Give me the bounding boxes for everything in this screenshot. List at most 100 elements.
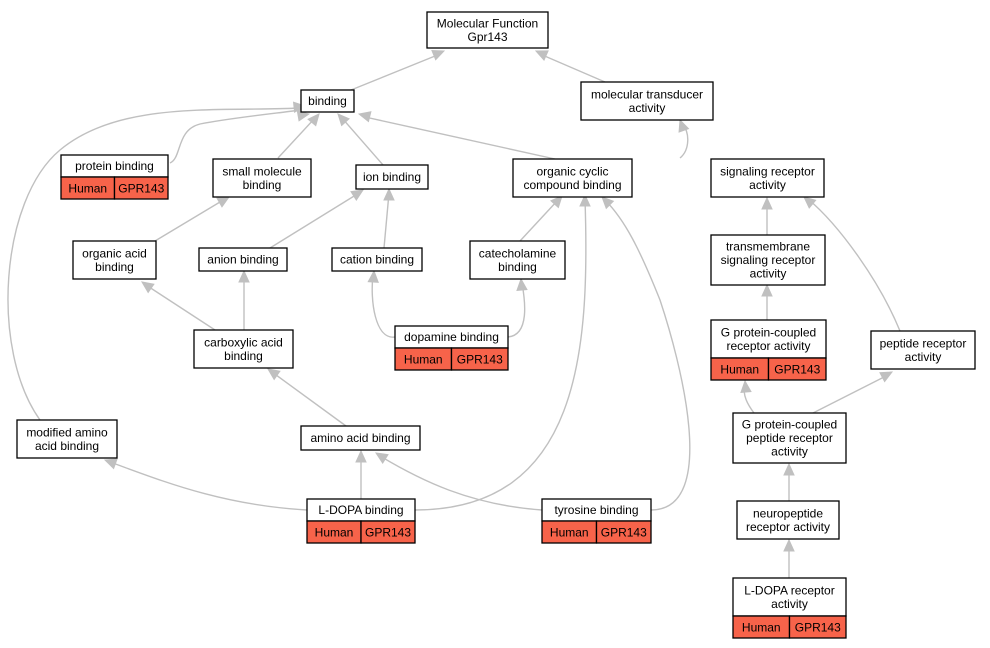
node-box: [193, 329, 294, 369]
node-label-line: G protein-coupled: [721, 325, 816, 339]
node-box: [212, 158, 312, 198]
node-label-line: activity: [771, 597, 808, 611]
gene-cell: [767, 357, 827, 381]
node-anion-binding[interactable]: anion binding: [198, 247, 288, 272]
node-label-line: transmembrane: [726, 240, 810, 254]
edge-21: [812, 374, 889, 414]
arrowhead-12: [383, 187, 395, 201]
arrowhead-26: [601, 196, 615, 210]
node-box: [732, 412, 847, 464]
node-box: [300, 425, 421, 451]
node-box: [710, 319, 827, 359]
node-label-line: carboxylic acid: [204, 335, 283, 349]
species-label: Human: [720, 363, 759, 377]
edge-3: [277, 117, 316, 159]
node-binding[interactable]: binding: [300, 89, 355, 113]
arrowhead-4: [337, 113, 350, 127]
node-label-line: activity: [750, 267, 787, 281]
node-box: [331, 247, 423, 272]
node-box: [16, 419, 118, 459]
arrowhead-16: [516, 277, 528, 291]
node-label-line: receptor activity: [726, 339, 810, 353]
gene-cell: [595, 520, 652, 544]
node-box: [469, 240, 566, 280]
arrowhead-3: [307, 113, 320, 127]
species-label: Human: [742, 621, 781, 635]
arrowhead-19: [267, 368, 281, 381]
node-label-line: organic acid: [82, 246, 147, 260]
gene-cell: [113, 176, 169, 200]
node-label-line: receptor activity: [746, 520, 830, 534]
edge-19: [271, 371, 347, 427]
arrowhead-11: [350, 189, 365, 201]
edge-11: [269, 192, 360, 249]
arrowhead-20: [740, 379, 752, 393]
edge-13: [519, 199, 559, 242]
edge-18: [145, 284, 216, 331]
node-label-line: catecholamine: [479, 246, 557, 260]
node-label-line: neuropeptide: [753, 506, 823, 520]
arrowhead-15: [367, 269, 379, 283]
node-label-line: binding: [224, 349, 263, 363]
arrowhead-0: [431, 49, 446, 61]
arrowhead-18: [141, 281, 155, 294]
species-label: Human: [315, 526, 354, 540]
species-label: Human: [550, 526, 589, 540]
node-label-line: peptide receptor: [880, 336, 967, 350]
arrowhead-5: [357, 111, 372, 123]
arrowhead-14: [292, 101, 307, 113]
node-label-line: ion binding: [363, 170, 421, 184]
arrowhead-24: [579, 193, 591, 207]
edge-5: [364, 116, 556, 160]
node-box: [710, 158, 825, 198]
node-box: [72, 240, 157, 280]
arrowhead-13: [550, 195, 563, 209]
node-label-line: binding: [308, 94, 347, 108]
arrowhead-25: [374, 452, 389, 464]
node-label-line: small molecule: [222, 164, 302, 178]
edge-24: [414, 198, 587, 511]
edge-26: [604, 199, 691, 511]
edge-14: [7, 107, 301, 421]
edge-12: [383, 192, 390, 249]
node-label-line: L-DOPA binding: [318, 503, 403, 517]
node-label-line: signaling receptor: [720, 164, 815, 178]
node-box: [355, 164, 429, 190]
node-cation-binding[interactable]: cation binding: [331, 247, 423, 272]
edge-2: [169, 109, 302, 164]
arrowhead-6: [678, 118, 690, 133]
edge-15: [371, 274, 396, 338]
node-label-line: peptide receptor: [746, 431, 833, 445]
node-label-line: Gpr143: [467, 30, 507, 44]
node-label-line: acid binding: [35, 439, 99, 453]
node-ion-binding[interactable]: ion binding: [355, 164, 429, 190]
arrowhead-9: [761, 283, 773, 297]
species-label: Human: [68, 182, 107, 196]
arrowhead-23: [103, 458, 118, 470]
gene-cell: [788, 615, 847, 639]
edge-25: [379, 455, 543, 511]
node-amino-acid[interactable]: amino acid binding: [300, 425, 421, 451]
node-label-line: Molecular Function: [437, 16, 538, 30]
node-label-line: modified amino: [26, 425, 108, 439]
